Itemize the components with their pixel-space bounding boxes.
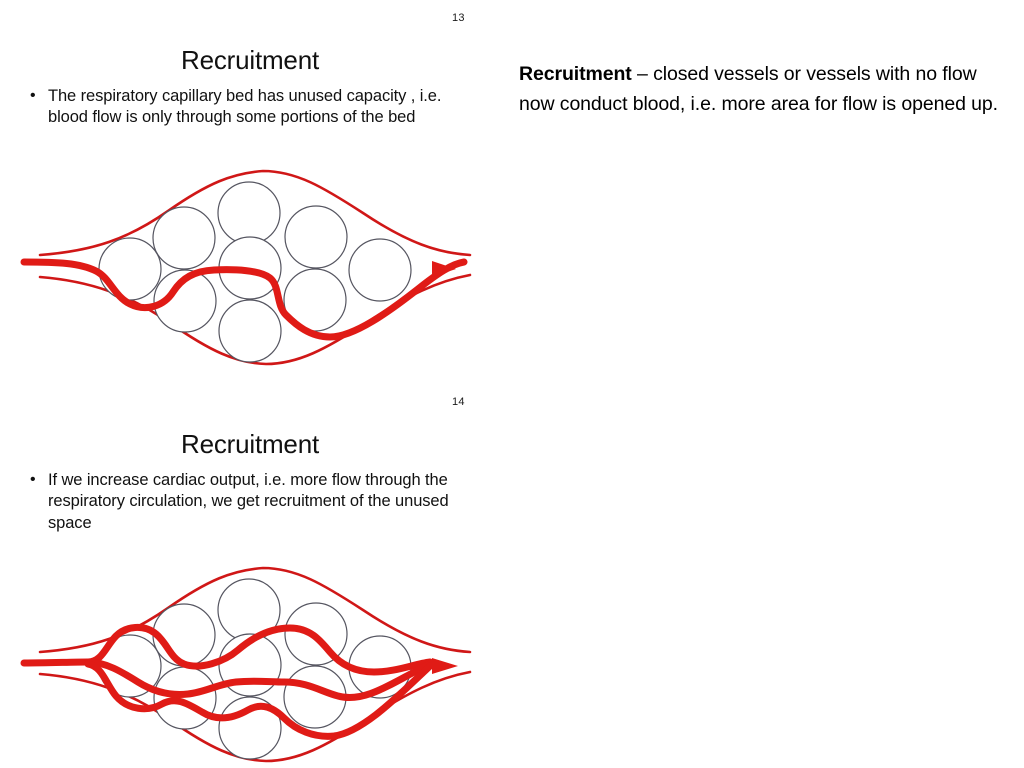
bullet-dot-icon: • (30, 471, 36, 488)
blood-flow-path-upper (84, 624, 434, 676)
slide-13: 13 Recruitment • The respiratory capilla… (0, 0, 500, 384)
explanation-rest: – closed vessels or vessels with no flow… (519, 63, 998, 115)
capillary-circle (152, 603, 216, 667)
slide-number: 14 (452, 396, 465, 408)
explanation-text: Recruitment – closed vessels or vessels … (519, 60, 1011, 119)
page-title: Recruitment (181, 45, 319, 76)
explanation-lead: Recruitment (519, 63, 632, 85)
flow-arrow-icon (432, 261, 456, 277)
list-item: • If we increase cardiac output, i.e. mo… (26, 470, 474, 534)
bullet-list: • The respiratory capillary bed has unus… (26, 86, 474, 129)
blood-flow-path-lower (84, 660, 434, 740)
blood-flow-path-group (20, 258, 468, 341)
slide-number: 13 (452, 12, 465, 24)
capillary-bed-diagram-low-flow (18, 165, 488, 380)
capillary-circle-group (98, 578, 412, 760)
capillary-circle (348, 238, 412, 302)
bullet-dot-icon: • (30, 87, 36, 104)
blood-flow-path-group (20, 624, 434, 740)
page-title: Recruitment (181, 429, 319, 460)
capillary-circle (153, 269, 217, 333)
capillary-circle (153, 666, 217, 730)
blood-flow-inlet (20, 658, 92, 667)
blood-flow-path-middle (84, 658, 434, 701)
flow-arrow-icon (432, 658, 458, 674)
slide-14: 14 Recruitment • If we increase cardiac … (0, 384, 500, 768)
blood-flow-path-main (20, 258, 468, 341)
bullet-text: The respiratory capillary bed has unused… (48, 87, 442, 127)
capillary-circle (217, 181, 281, 245)
list-item: • The respiratory capillary bed has unus… (26, 86, 474, 129)
capillary-circle (218, 299, 282, 363)
capillary-bed-diagram-recruited (18, 562, 488, 768)
vessel-wall-upper (38, 169, 472, 257)
bullet-list: • If we increase cardiac output, i.e. mo… (26, 470, 474, 534)
capillary-circle (152, 206, 216, 270)
capillary-circle (98, 237, 162, 301)
capillary-circle (284, 205, 348, 269)
explanation-panel: Recruitment – closed vessels or vessels … (519, 60, 1011, 119)
bullet-text: If we increase cardiac output, i.e. more… (48, 471, 449, 532)
